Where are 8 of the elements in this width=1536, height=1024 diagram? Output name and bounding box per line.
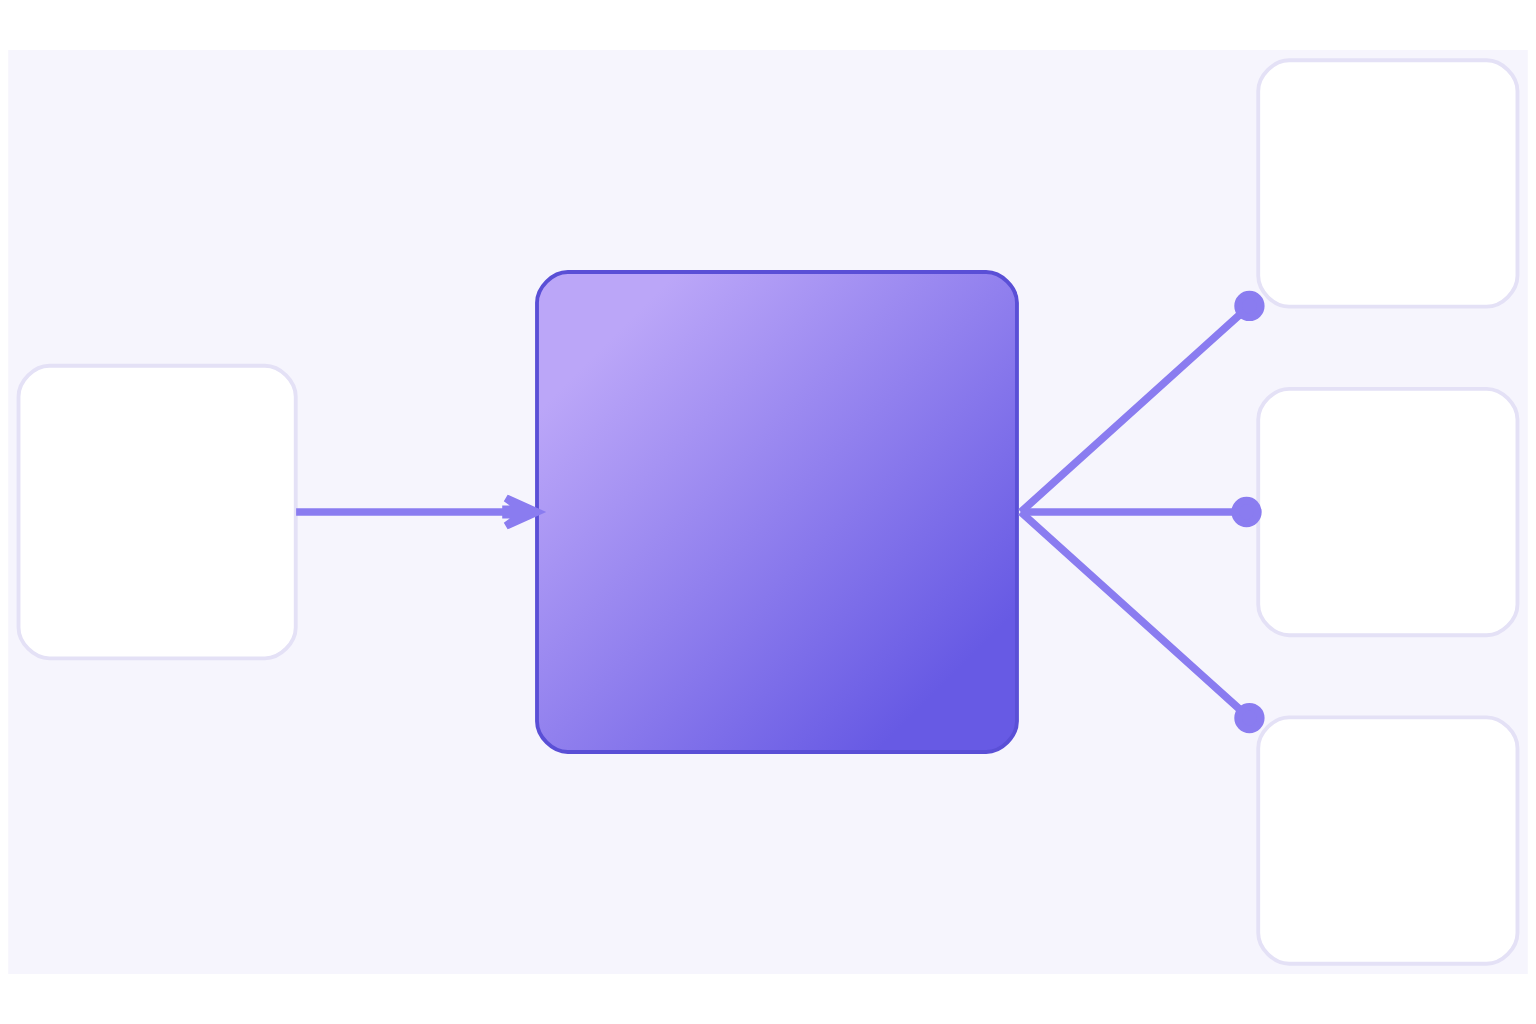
- node-box: [1256, 386, 1520, 638]
- node-box: [1256, 58, 1520, 309]
- connector: [1020, 496, 1262, 528]
- connector: [1018, 290, 1265, 515]
- node-box: [1256, 715, 1520, 966]
- connector: [1018, 509, 1265, 734]
- node-box: [16, 363, 298, 661]
- node-box: [535, 270, 1019, 754]
